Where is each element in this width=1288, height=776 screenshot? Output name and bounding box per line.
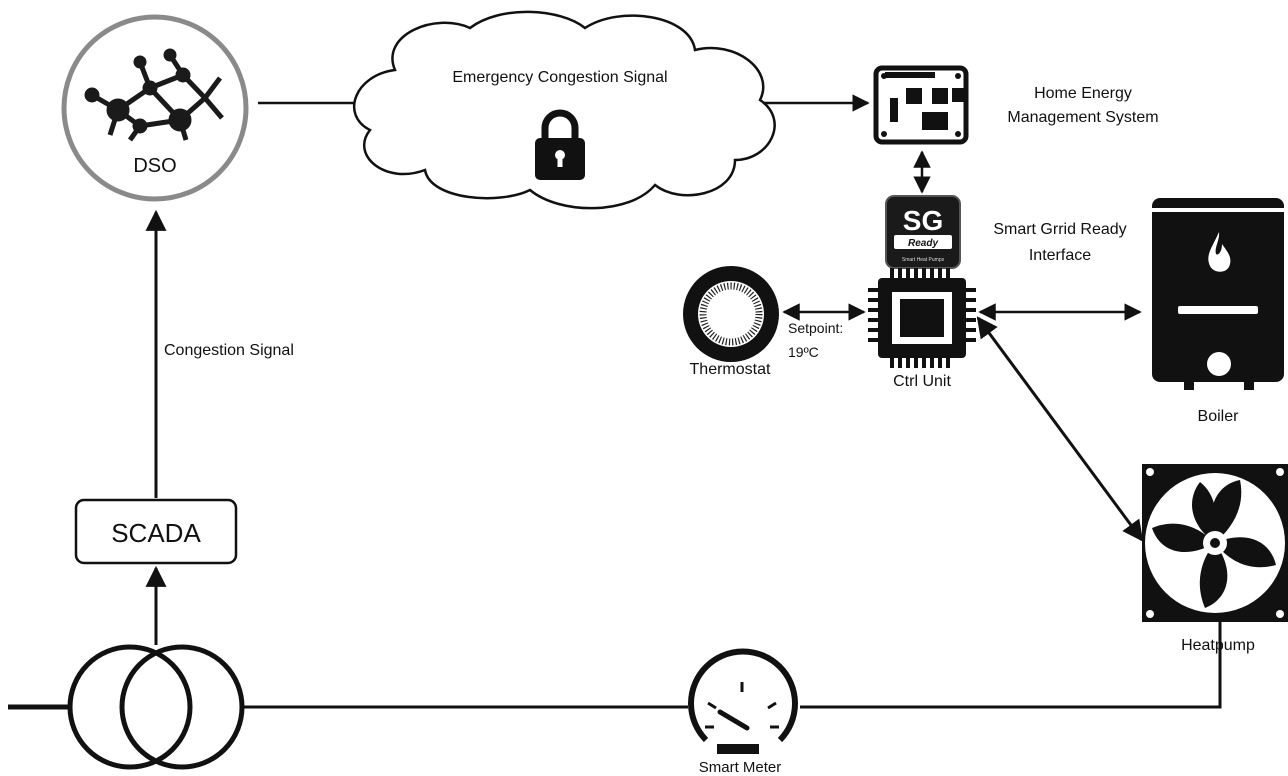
thermostat-label: Thermostat (690, 361, 771, 378)
fan-blades (1152, 480, 1276, 608)
dso-ring (61, 14, 249, 202)
ctrl-unit-node: Ctrl Unit (868, 268, 976, 390)
emergency-signal-label: Emergency Congestion Signal (452, 69, 667, 86)
setpoint-label: Setpoint: (788, 320, 843, 336)
heatpump-label: Heatpump (1181, 637, 1255, 654)
smart-meter-label: Smart Meter (699, 759, 782, 776)
grid-line-right (800, 622, 1222, 709)
lock-icon (535, 109, 585, 180)
ctrl-unit-label: Ctrl Unit (893, 373, 951, 390)
sg-interface-label-line1: Smart Grrid Ready (993, 221, 1126, 238)
circuit-board-icon (873, 65, 969, 145)
sg-interface-label-line2: Interface (1029, 247, 1091, 264)
boiler-icon (1152, 198, 1284, 390)
dso-label: DSO (133, 155, 176, 177)
scada-node: SCADA (74, 498, 238, 565)
flame-icon (1208, 232, 1231, 272)
heatpump-node: Heatpump (1142, 464, 1288, 654)
microchip-icon (868, 268, 976, 368)
congestion-signal-label: Congestion Signal (164, 342, 294, 359)
sg-chip-ready: Ready (908, 238, 938, 249)
smart-meter-node: Smart Meter (688, 648, 798, 776)
gauge-icon (688, 648, 798, 754)
hems-label-line2: Management System (1007, 109, 1158, 126)
thermostat-icon (683, 266, 779, 362)
thermostat-node: Thermostat (683, 266, 779, 378)
hems-label-line1: Home Energy (1034, 85, 1132, 102)
cloud-node: Emergency Congestion Signal (352, 10, 776, 210)
hems-node: Home Energy Management System (873, 65, 1159, 145)
sg-chip-text: SG (903, 205, 943, 236)
dso-node: DSO (61, 14, 249, 202)
network-icon (84, 48, 224, 142)
sg-chip-tiny: Smart Heat Pumps (902, 257, 945, 263)
scada-label: SCADA (111, 518, 201, 548)
boiler-label: Boiler (1198, 408, 1240, 425)
fan-icon (1142, 464, 1288, 622)
sg-ready-chip: SG Ready Smart Heat Pumps (885, 195, 961, 269)
setpoint-value: 19ºC (788, 344, 819, 360)
ctrl-heatpump-link (976, 316, 1144, 542)
boiler-node: Boiler (1152, 198, 1284, 425)
transformer-icon (8, 644, 245, 770)
gauge-needle (717, 709, 750, 731)
